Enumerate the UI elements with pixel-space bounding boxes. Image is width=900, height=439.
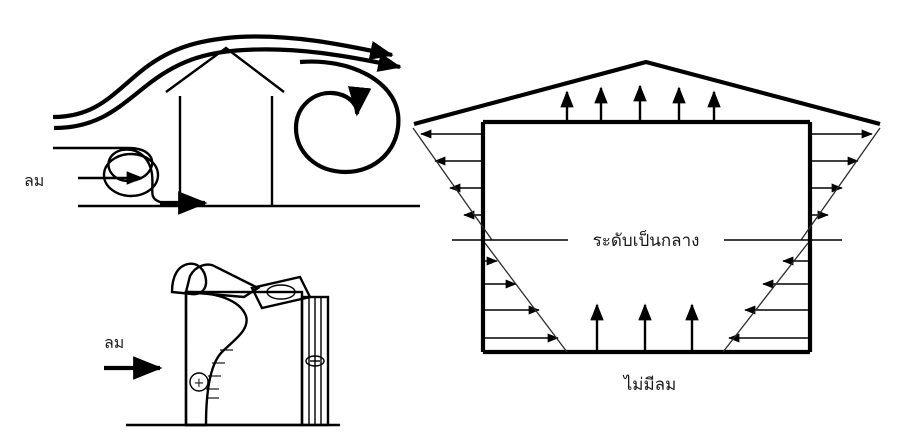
streamline-upper-pair (52, 34, 402, 131)
left-upper-pressure-envelope (412, 127, 493, 241)
wind-label-bottom: ลม (104, 333, 124, 352)
neutral-level-label: ระดับเป็นกลาง (593, 229, 700, 251)
panel-stack-effect: ระดับเป็นกลาง ไม่มีลม (412, 59, 881, 395)
floor-updraft-arrows (590, 303, 699, 352)
panel-pressure-distribution: + (104, 262, 340, 427)
roof-exhaust-arrows (560, 84, 721, 122)
roof-outline-right (413, 59, 881, 127)
no-wind-label: ไม่มีลม (622, 374, 677, 395)
panel-airflow-around-building: ลม (24, 34, 420, 215)
pressure-tick-marks (206, 349, 233, 399)
leeward-wall-suction-bar (300, 295, 330, 427)
right-lower-inflow-arrows (728, 256, 810, 343)
left-lower-pressure-envelope (484, 242, 568, 353)
streamline-ground-upwind (53, 146, 208, 215)
left-lower-inflow-arrows (483, 256, 559, 343)
wind-label-top: ลม (24, 171, 44, 190)
positive-pressure-symbol: + (194, 376, 205, 391)
left-upper-outflow-arrows (420, 129, 483, 220)
right-lower-pressure-envelope (722, 242, 809, 353)
right-upper-outflow-arrows (810, 129, 873, 220)
upwind-eddy (78, 152, 160, 198)
positive-pressure-marker: + (189, 372, 209, 392)
negative-pressure-marker-wall (305, 355, 325, 367)
right-upper-pressure-envelope (800, 127, 881, 241)
leeward-vortex (293, 59, 401, 175)
windward-wall-pressure-profile: + (184, 290, 248, 427)
house-outline-top (165, 46, 285, 206)
